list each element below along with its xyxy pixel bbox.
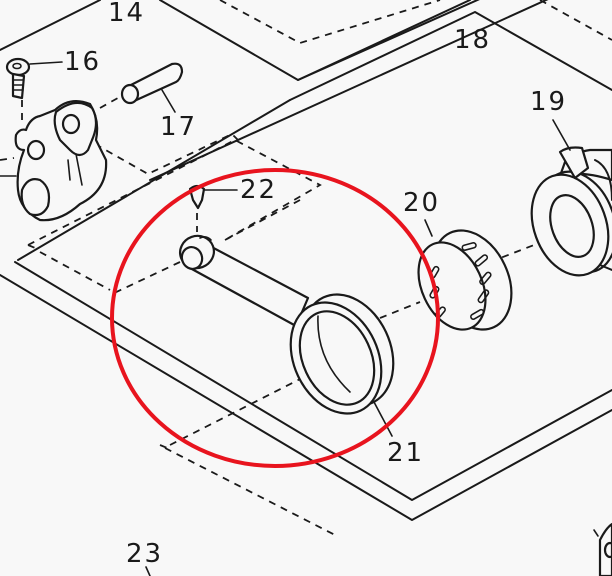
part-label-20: 20 [403, 188, 441, 218]
part-label-18: 18 [454, 25, 492, 55]
dashed-assembly-lines [0, 93, 561, 536]
part-label-16: 16 [64, 47, 102, 77]
part-label-19: 19 [530, 87, 568, 117]
panel-outlines [0, 0, 612, 521]
part-label-21: 21 [387, 438, 425, 468]
part-21-connecting-rod [179, 234, 395, 437]
rocker-arm-block [0, 99, 108, 222]
part-label-23: 23 [126, 539, 164, 569]
part-20-needle-bearing [417, 219, 513, 331]
part-23-leader [145, 566, 151, 576]
part-partial-bottom-right [593, 522, 612, 576]
highlight-circle [110, 168, 440, 468]
part-label-22: 22 [240, 175, 278, 205]
part-19-crank-part [530, 119, 612, 277]
part-17-pin [120, 62, 184, 113]
part-16-cap-screw [5, 57, 63, 100]
part-label-17: 17 [160, 112, 198, 142]
part-label-14: 14 [108, 0, 146, 28]
